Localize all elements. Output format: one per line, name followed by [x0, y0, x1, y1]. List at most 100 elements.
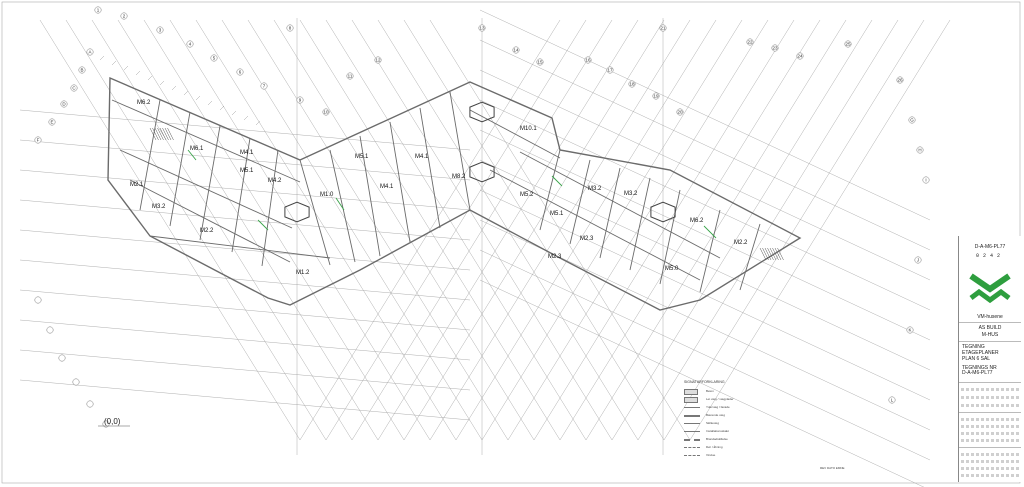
project-title: AS BUILD — [978, 325, 1002, 331]
stair-tread — [157, 127, 164, 141]
grid-line — [455, 19, 717, 441]
stair-tread — [777, 247, 784, 261]
dimension-tick — [195, 95, 201, 101]
origin-label: (0,0) — [104, 417, 121, 426]
grid-bubble — [34, 296, 42, 304]
sheet-number: 0242 — [975, 253, 1004, 259]
legend-label: Installationsskakt — [706, 429, 729, 433]
drawing-number: D-A-M6-PL77 — [962, 370, 993, 376]
grid-line — [91, 19, 353, 441]
grid-bubble-label: A — [88, 50, 91, 55]
wall — [449, 91, 471, 211]
dimension-tick — [171, 85, 177, 91]
stair-tread — [772, 247, 779, 261]
dimension-tick — [255, 120, 261, 126]
stair-tread — [154, 127, 162, 141]
grid-bubble-label: 19 — [653, 94, 659, 99]
legend-label: Brandadskillelse — [706, 437, 728, 441]
legend-item: Let væg / vægplader — [684, 396, 780, 403]
grid-bubble — [86, 48, 94, 56]
wall — [111, 99, 301, 183]
grid-line — [169, 19, 431, 441]
legend-label: Vindue — [706, 453, 716, 457]
grid-line — [19, 109, 471, 151]
grid-bubble-label: K — [908, 328, 911, 333]
room-label: M2.2 — [200, 228, 214, 234]
legend-swatch — [684, 447, 700, 448]
grid-bubble — [34, 136, 42, 144]
wall — [329, 149, 356, 263]
wall — [169, 111, 191, 227]
grid-bubble — [536, 58, 544, 66]
grid-line — [663, 19, 925, 441]
wall — [659, 189, 681, 285]
grid-line — [19, 349, 471, 391]
legend-swatch — [684, 415, 700, 417]
legend-label: Let væg / vægplader — [706, 397, 734, 401]
grid-bubble — [922, 176, 930, 184]
grid-line — [479, 39, 931, 251]
grid-bubble-label: D — [62, 102, 66, 107]
fine-print — [961, 425, 1019, 428]
fine-print — [961, 396, 1019, 399]
fine-print — [961, 467, 1019, 470]
legend-swatch — [684, 389, 698, 395]
wall — [389, 121, 411, 243]
divider — [959, 412, 1021, 413]
grid-bubble-label: 23 — [772, 46, 778, 51]
fine-print — [961, 460, 1019, 463]
stair-tread — [164, 127, 172, 141]
grid-bubble — [628, 80, 636, 88]
wall — [419, 107, 441, 229]
building-outline — [107, 76, 802, 311]
stair-tread — [152, 127, 159, 141]
grid-bubble-label: J — [917, 258, 919, 263]
grid-bubble-label: 9 — [299, 98, 302, 103]
stair-core — [469, 161, 495, 183]
stair-tread — [762, 247, 769, 261]
grid-bubble — [48, 118, 56, 126]
grid-bubble-label: H — [918, 148, 921, 153]
stair-tread — [149, 127, 157, 141]
grid-line — [689, 19, 951, 441]
grid-bubble-label: 15 — [537, 60, 543, 65]
dimension-tick — [219, 105, 225, 111]
grid-bubble — [906, 326, 914, 334]
grid-line — [221, 19, 483, 441]
grid-bubble-label: 18 — [629, 82, 635, 87]
room-label: M4.1 — [380, 184, 394, 190]
grid-bubble-label: 13 — [479, 26, 485, 31]
grid-bubble — [908, 116, 916, 124]
room-label: M5.1 — [240, 168, 254, 174]
drawing-number-label: TEGNINGS NR — [962, 365, 997, 371]
revision-strip: REV DATO EMNE — [820, 466, 845, 470]
legend-swatch — [684, 423, 700, 424]
divider — [959, 322, 1021, 323]
legend-label: Bærende væg — [706, 413, 726, 417]
wall — [599, 167, 621, 259]
grid-bubble — [652, 92, 660, 100]
grid-line — [19, 259, 471, 301]
grid-line — [325, 19, 587, 441]
grid-bubble-label: 4 — [189, 42, 192, 47]
legend-title: SIGNATURFORKLARING — [684, 380, 725, 384]
grid-bubble-label: 14 — [513, 48, 519, 53]
room-label: M3.2 — [624, 191, 638, 197]
room-label: M5.1 — [355, 154, 369, 160]
grid-line — [19, 319, 471, 361]
legend-item: Ydervæg / facade — [684, 404, 780, 411]
grid-bubble-label: E — [50, 120, 53, 125]
plan-subtitle: PLAN 6 SAL — [962, 356, 991, 362]
stair-tread — [764, 247, 772, 261]
wall — [149, 235, 331, 259]
wall — [129, 179, 291, 263]
fine-print — [961, 404, 1019, 407]
grid-line — [117, 19, 379, 441]
grid-bubble-label: 22 — [747, 40, 753, 45]
grid-bubble — [156, 26, 164, 34]
green-marker — [703, 225, 717, 239]
dimension-tick — [243, 115, 249, 121]
legend-label: Skillevæg — [706, 421, 720, 425]
